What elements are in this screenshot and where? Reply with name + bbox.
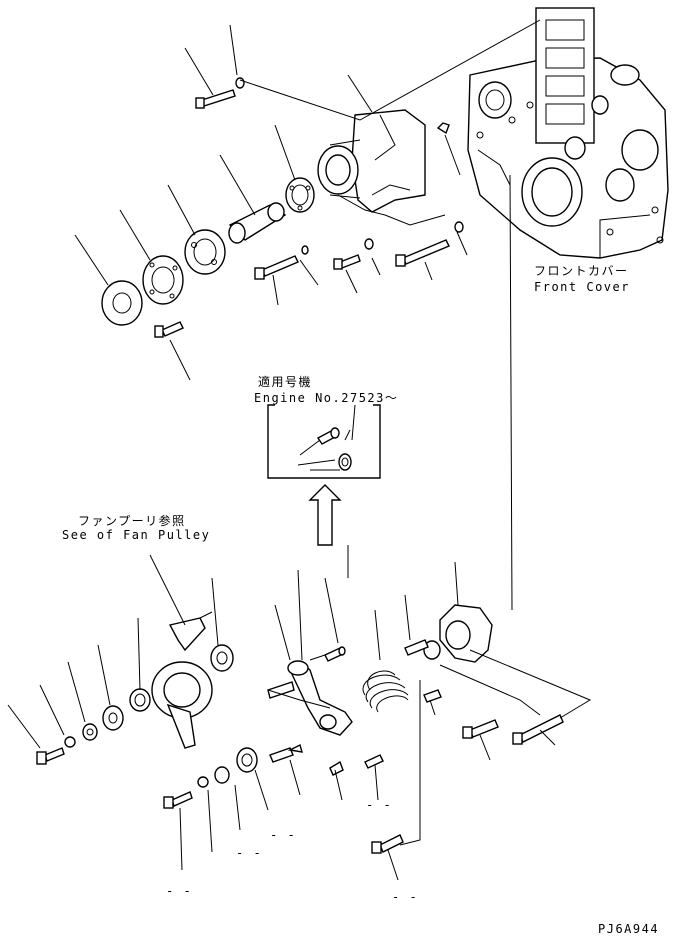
front-cover	[467, 7, 669, 259]
retainer-plate	[142, 255, 184, 305]
fan-pulley-label-en: See of Fan Pulley	[62, 528, 211, 542]
fan-pulley-bracket	[151, 611, 213, 749]
fan-pulley-label-jp: ファンプーリ参照	[78, 514, 186, 528]
callout-dash: - -	[366, 798, 393, 812]
front-cover-label-en: Front Cover	[534, 280, 630, 294]
leader-lines-top	[74, 19, 541, 611]
washers-left	[36, 705, 124, 765]
applicable-label-jp: 適用号機	[258, 375, 313, 389]
lever-arm	[267, 654, 353, 736]
collar	[163, 747, 258, 809]
housing-bracket	[317, 109, 426, 213]
flange-nut	[101, 280, 143, 326]
drawing-code: PJ6A944	[598, 922, 660, 936]
applicable-label-en: Engine No.27523～	[254, 391, 399, 405]
callout-dash: - -	[166, 884, 193, 898]
front-cover-label-jp: フロントカバー	[534, 264, 629, 278]
bearing-1	[285, 177, 315, 213]
shaft	[228, 202, 287, 244]
pins-and-grease	[269, 646, 384, 776]
leader-lines-lower	[7, 545, 592, 881]
spacer-pair	[129, 644, 234, 712]
up-arrow	[308, 484, 342, 546]
spring	[362, 670, 409, 713]
callout-dash: - -	[392, 890, 419, 904]
detail-box	[267, 404, 381, 479]
callout-dash: - -	[236, 846, 263, 860]
tensioner-housing	[371, 604, 564, 854]
bearing-2	[184, 229, 226, 275]
callout-dash: - -	[270, 828, 297, 842]
